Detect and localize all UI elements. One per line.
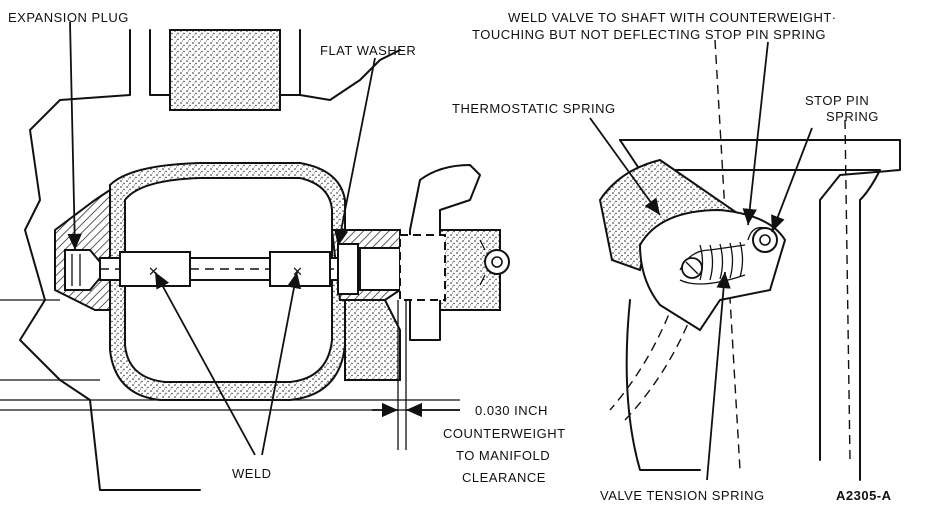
label-stop-pin-line1: STOP PIN	[805, 93, 869, 108]
svg-text:✕: ✕	[292, 264, 303, 279]
label-weld-valve-line2: TOUCHING BUT NOT DEFLECTING STOP PIN SPR…	[472, 27, 826, 42]
label-flat-washer: FLAT WASHER	[320, 43, 416, 58]
label-weld: WELD	[232, 466, 272, 481]
label-stop-pin-line2: SPRING	[826, 109, 879, 124]
left-assembly-drawing: ✕ ✕	[0, 29, 510, 491]
figure-id: A2305-A	[836, 488, 892, 503]
label-valve-tension-spring: VALVE TENSION SPRING	[600, 488, 765, 503]
right-leader-lines	[589, 41, 813, 481]
label-expansion-plug: EXPANSION PLUG	[8, 10, 129, 25]
label-clearance-line4: CLEARANCE	[462, 470, 546, 485]
left-leader-lines	[67, 21, 376, 456]
right-assembly-drawing	[598, 39, 901, 481]
svg-text:✕: ✕	[148, 264, 159, 279]
label-clearance-line1: 0.030 INCH	[475, 403, 548, 418]
valve-tension-coil	[679, 241, 746, 285]
label-clearance-line2: COUNTERWEIGHT	[443, 426, 566, 441]
label-thermostatic-spring: THERMOSTATIC SPRING	[452, 101, 616, 116]
label-clearance-line3: TO MANIFOLD	[456, 448, 550, 463]
label-weld-valve-line1: WELD VALVE TO SHAFT WITH COUNTERWEIGHT·	[508, 10, 837, 25]
